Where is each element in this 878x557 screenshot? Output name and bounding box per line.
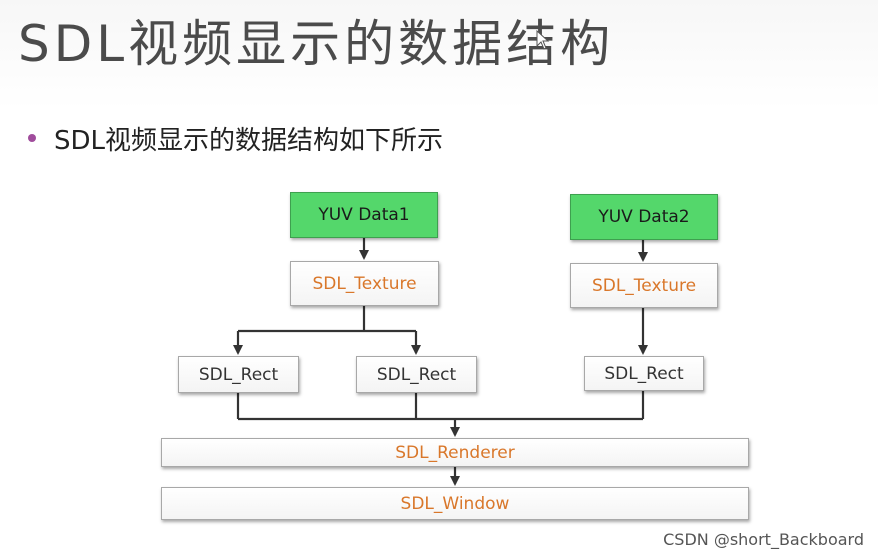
sdl-rect-box-2: SDL_Rect [356,356,477,393]
sdl-window-box: SDL_Window [161,487,749,520]
csdn-watermark: CSDN @short_Backboard [663,530,864,549]
slide-title: SDL视频显示的数据结构 [18,15,615,73]
sdl-renderer-box: SDL_Renderer [161,438,749,467]
bullet-text: SDL视频显示的数据结构如下所示 [54,125,444,156]
yuv-data1-box: YUV Data1 [290,192,438,238]
sdl-rect-box-1: SDL_Rect [178,356,299,393]
bullet-item: SDL视频显示的数据结构如下所示 [28,120,443,156]
sdl-texture-right-box: SDL_Texture [570,263,718,308]
yuv-data2-box: YUV Data2 [570,194,718,240]
sdl-texture-left-box: SDL_Texture [290,261,439,306]
sdl-rect-box-3: SDL_Rect [584,356,704,391]
bullet-dot-icon [28,134,36,142]
mouse-cursor-icon [536,30,550,50]
